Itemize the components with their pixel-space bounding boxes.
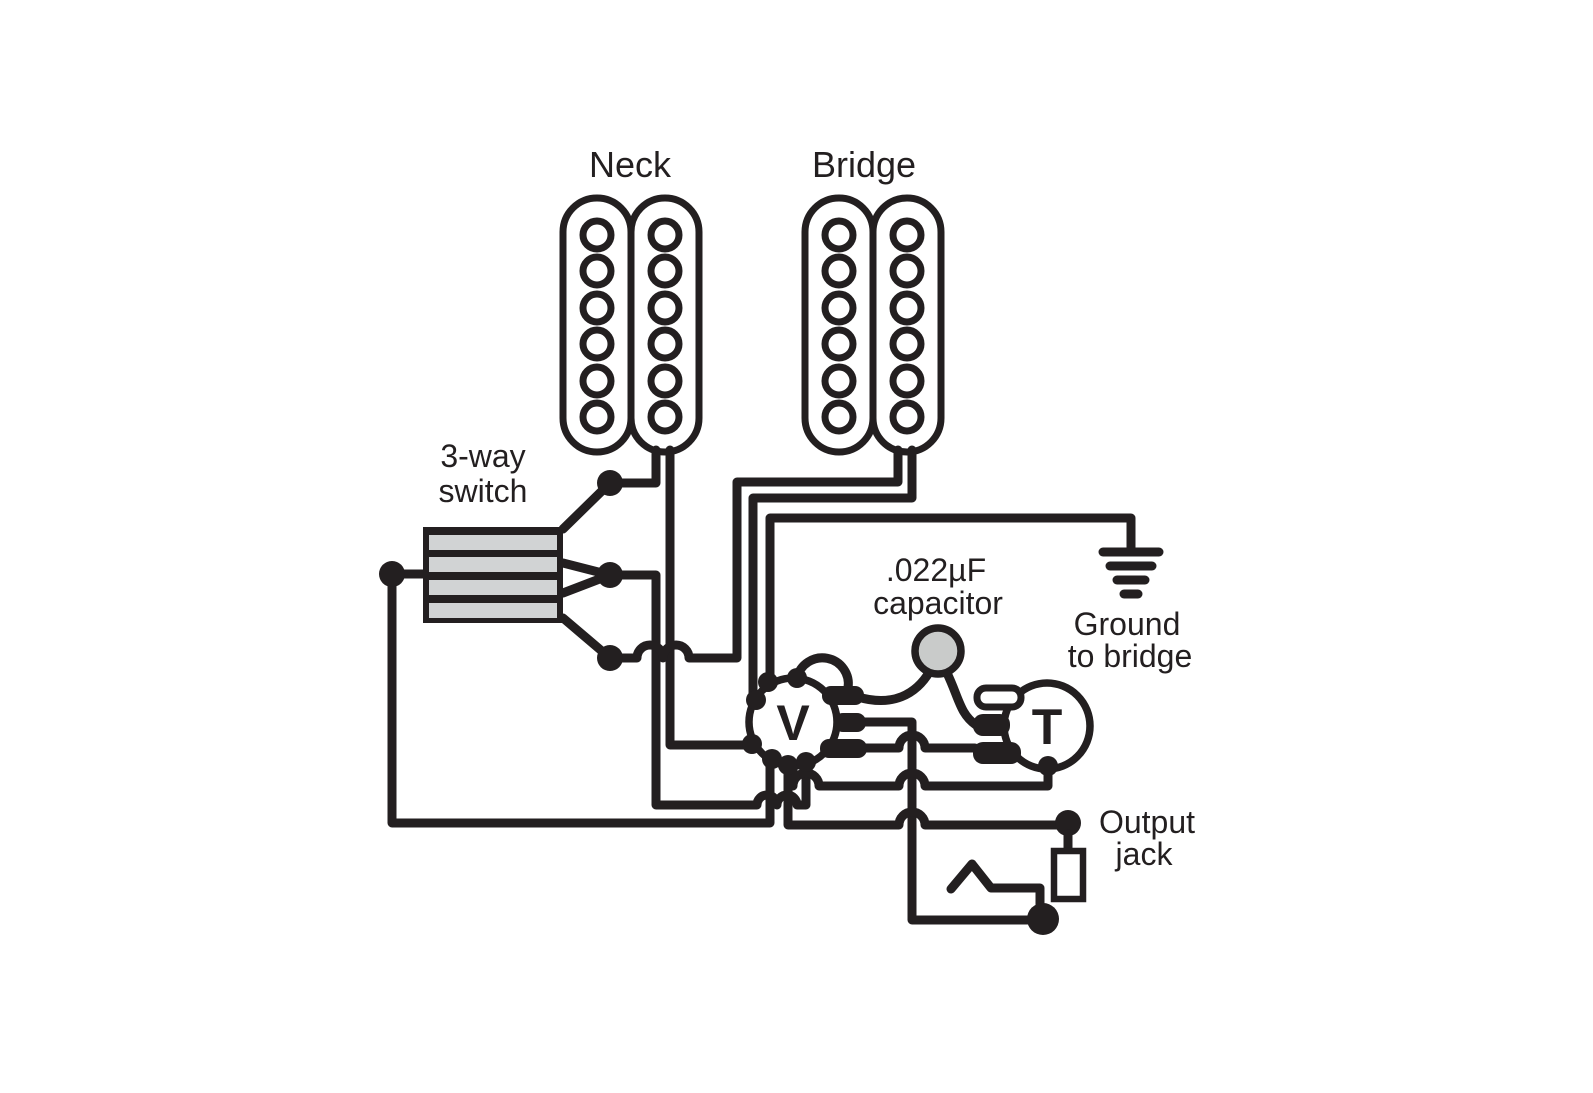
pickup-poles [579,217,683,435]
capacitor-icon [911,624,965,678]
switch-label-line2: switch [439,473,528,509]
wire-bridge-ground [748,445,917,702]
ground-icon [1098,547,1164,599]
wire-neck-ground [665,445,756,750]
switch-slot [429,535,557,550]
wire-jack-spring [946,859,1045,910]
wire-volume-case-arc [792,653,853,693]
wire-neck-hot [558,445,661,534]
tone-pot-letter: T [1032,699,1063,755]
solder-dot [762,749,782,769]
switch-label-line1: 3-way [440,438,525,474]
pot-lug [820,739,867,758]
switch-common-terminal-dot [597,562,623,588]
pot-lug-open [973,684,1025,711]
output-jack-icon [1027,810,1087,935]
capacitor-label-line1: .022µF [886,552,986,588]
switch-slot [429,580,557,595]
output-label-line1: Output [1099,804,1195,840]
switch-top-terminal-dot [597,470,623,496]
bridge-pickup-icon [801,194,945,456]
tone-pot-lugs [973,684,1025,764]
pot-lug [822,686,864,705]
wire-switch-output [605,570,811,810]
wire-cap-left [853,666,935,705]
wire-bridge-hot [558,445,903,663]
switch-slot [429,603,557,618]
wire-output-sleeve [855,717,1048,925]
capacitor-label-line2: capacitor [873,585,1003,621]
wire-vol-to-tone [859,730,980,753]
wires [387,445,1136,925]
jack-tip-dot [1055,810,1081,836]
volume-pot-letter: V [776,695,810,751]
neck-label: Neck [589,144,672,185]
neck-pickup-icon [559,194,703,456]
pickup-poles [821,217,925,435]
wire-jack-tip [783,761,1071,830]
solder-dots [379,470,1058,776]
pot-lug [973,714,1010,736]
volume-pot-lugs [820,686,867,758]
switch-slot [429,557,557,572]
jack-sleeve-dot [1027,903,1059,935]
jack-body [1050,847,1087,903]
solder-dot [742,734,762,754]
solder-dot [1038,756,1058,776]
solder-dot [746,690,766,710]
solder-dot [778,755,798,775]
solder-dot [758,672,778,692]
solder-dot [796,752,816,772]
bridge-label: Bridge [812,144,916,185]
switch-left-terminal-dot [379,561,405,587]
three-way-switch-icon [423,527,563,623]
solder-dot [787,668,807,688]
wire-cap-right [942,668,981,730]
wire-ground-to-bridge [765,513,1136,689]
wire-tone-ground [788,761,1053,791]
output-label-line2: jack [1115,836,1174,872]
pot-lug [973,742,1021,764]
ground-label-line2: to bridge [1068,638,1193,674]
ground-label-line1: Ground [1074,606,1181,642]
pot-lug [834,713,866,732]
switch-bottom-terminal-dot [597,645,623,671]
